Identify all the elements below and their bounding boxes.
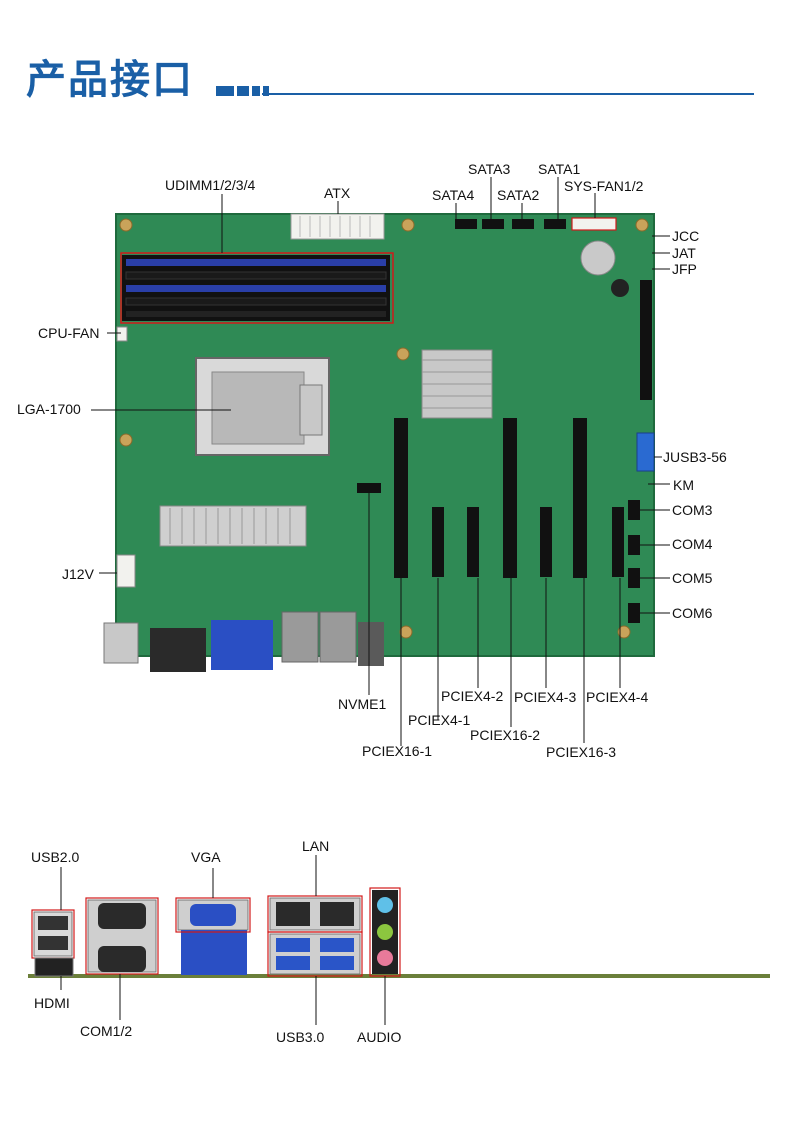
label-pciex16-3: PCIEX16-3 <box>546 744 617 760</box>
label-hdmi: HDMI <box>34 995 70 1011</box>
label-sata2: SATA2 <box>497 187 540 203</box>
label-sysfan: SYS-FAN1/2 <box>564 178 644 194</box>
label-usb3: USB3.0 <box>276 1029 325 1045</box>
label-atx: ATX <box>324 185 351 201</box>
label-jfp: JFP <box>672 261 697 277</box>
page-title: 产品接口 <box>26 57 194 103</box>
label-udimm: UDIMM1/2/3/4 <box>165 177 256 193</box>
label-km: KM <box>673 477 694 493</box>
label-pciex4-3: PCIEX4-3 <box>514 689 577 705</box>
label-sata4: SATA4 <box>432 187 475 203</box>
label-pciex4-4: PCIEX4-4 <box>586 689 649 705</box>
label-sata3: SATA3 <box>468 161 511 177</box>
label-usb2: USB2.0 <box>31 849 80 865</box>
label-pciex4-1: PCIEX4-1 <box>408 712 471 728</box>
label-pciex4-2: PCIEX4-2 <box>441 688 504 704</box>
label-jusb: JUSB3-56 <box>663 449 727 465</box>
label-com5: COM5 <box>672 570 713 586</box>
label-j12v: J12V <box>62 566 94 582</box>
label-jcc: JCC <box>672 228 700 244</box>
label-lan: LAN <box>302 838 330 854</box>
title-decoration <box>216 86 269 96</box>
label-cpufan: CPU-FAN <box>38 325 100 341</box>
title-rule <box>262 93 754 95</box>
label-pciex16-1: PCIEX16-1 <box>362 743 433 759</box>
label-com4: COM4 <box>672 536 713 552</box>
label-com12: COM1/2 <box>80 1023 133 1039</box>
label-pciex16-2: PCIEX16-2 <box>470 727 541 743</box>
label-vga: VGA <box>191 849 221 865</box>
label-sata1: SATA1 <box>538 161 581 177</box>
dimm-slots <box>122 255 390 321</box>
label-audio: AUDIO <box>357 1029 402 1045</box>
label-com3: COM3 <box>672 502 713 518</box>
label-nvme: NVME1 <box>338 696 387 712</box>
label-jat: JAT <box>672 245 696 261</box>
label-lga: LGA-1700 <box>17 401 81 417</box>
label-com6: COM6 <box>672 605 713 621</box>
